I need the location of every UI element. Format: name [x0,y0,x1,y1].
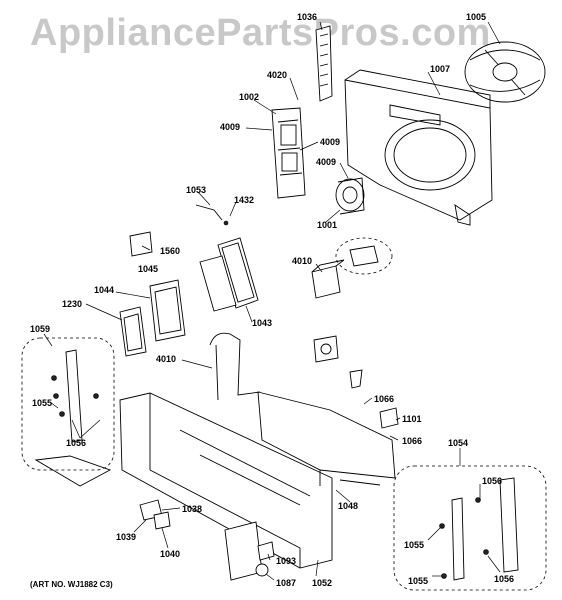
part-1059-bracket [51,349,99,443]
label-1043: 1043 [252,318,273,328]
label-4009-c: 4009 [316,157,337,167]
part-base-pan [34,392,333,569]
label-1044: 1044 [94,285,115,295]
part-1002-duct [271,107,306,199]
part-1005-fan-blade [464,41,546,103]
group-1059-outline [21,337,115,471]
label-1066-b: 1066 [402,436,423,446]
label-1055-c: 1055 [408,576,429,586]
part-1048-panel [257,391,396,486]
label-1056-a: 1056 [66,438,87,448]
label-1560: 1560 [160,246,181,256]
label-1053: 1053 [186,185,207,195]
label-1056-c: 1056 [494,574,515,584]
label-4009-b: 4009 [320,137,341,147]
label-1087: 1087 [276,578,297,588]
leader-lines [43,21,501,581]
part-1053-clip [195,204,229,226]
label-1066-a: 1066 [374,394,395,404]
label-1432: 1432 [234,195,255,205]
part-1007-shroud [344,69,493,226]
label-1039: 1039 [116,532,137,542]
label-1002: 1002 [239,92,260,102]
part-1043-filter [199,237,259,312]
watermark-logo: AppliancePartsPros.com [30,12,491,54]
part-1230-panel [119,306,147,357]
part-1045-bracket [129,231,153,257]
part-1093-fitting [257,541,275,561]
part-1001-motor [335,177,365,215]
part-1038-clip [139,499,171,530]
group-1054-outline [393,465,547,591]
part-1087-plug [255,563,269,577]
part-switch-assembly [313,335,363,389]
label-4010-a: 4010 [292,256,313,266]
label-1054: 1054 [448,438,469,448]
label-1055-b: 1055 [404,540,425,550]
label-1040: 1040 [160,549,181,559]
label-1230: 1230 [62,299,83,309]
label-1059: 1059 [30,324,51,334]
part-1044-frame [149,279,186,342]
label-1101: 1101 [402,414,422,424]
label-1001: 1001 [317,220,338,230]
art-number: (ART NO. WJ1882 C3) [30,580,113,589]
label-1052: 1052 [312,578,333,588]
detail-outline [335,237,393,275]
label-1036: 1036 [297,12,318,22]
part-4010-capacitor [311,259,345,299]
part-1101-relay [379,407,399,429]
part-4010-tubing [209,332,261,401]
label-1055-a: 1055 [32,398,53,408]
label-1048: 1048 [338,501,359,511]
label-1007: 1007 [430,64,451,74]
label-1045: 1045 [138,264,159,274]
label-1005: 1005 [466,12,487,22]
label-4009-a: 4009 [220,122,241,132]
label-4010-b: 4010 [156,354,177,364]
part-1054-bracket [439,477,519,581]
part-1036-bracket [315,25,333,102]
label-1038: 1038 [182,504,203,514]
label-1093: 1093 [276,556,297,566]
label-1056-b: 1056 [482,476,503,486]
label-4020: 4020 [267,70,288,80]
